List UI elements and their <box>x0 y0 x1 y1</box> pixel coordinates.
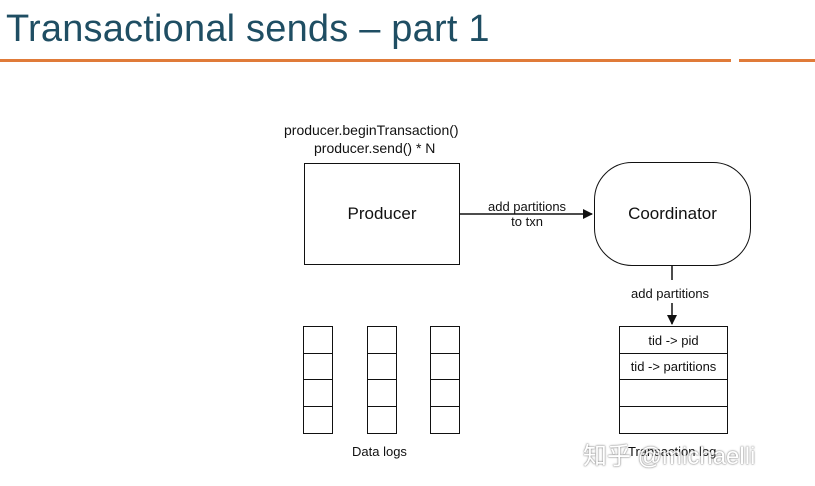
data-log-cell <box>430 326 460 354</box>
transaction-log-row: tid -> pid <box>619 326 728 354</box>
data-log-cell <box>367 326 397 354</box>
transaction-log-caption: Transaction log <box>628 444 717 459</box>
data-log-cell <box>303 326 333 354</box>
edge-label-add-partitions-to-txn: add partitions to txn <box>488 199 566 229</box>
code-begin-transaction: producer.beginTransaction() <box>284 122 459 138</box>
transaction-log: tid -> pid tid -> partitions <box>619 326 728 434</box>
edge-label-add-partitions: add partitions <box>631 286 710 301</box>
code-send: producer.send() * N <box>314 140 436 156</box>
data-log-cell <box>303 379 333 407</box>
data-log-cell <box>367 379 397 407</box>
transaction-log-row: tid -> partitions <box>619 352 728 381</box>
data-log-cell <box>303 405 333 434</box>
data-log-3 <box>430 326 460 434</box>
edge-label-line-2: to txn <box>511 214 543 229</box>
data-log-cell <box>430 352 460 381</box>
title-underline-tail <box>739 59 815 62</box>
data-log-cell <box>303 352 333 381</box>
data-logs-caption: Data logs <box>352 444 407 459</box>
title-underline <box>0 59 731 62</box>
watermark: 知乎 @michaelli <box>583 443 756 470</box>
data-log-cell <box>430 405 460 434</box>
data-log-cell <box>367 405 397 434</box>
edge-label-line-1: add partitions <box>488 199 567 214</box>
transaction-log-row <box>619 379 728 407</box>
transaction-log-row <box>619 405 728 434</box>
producer-label: Producer <box>347 204 417 223</box>
data-log-cell <box>430 379 460 407</box>
coordinator-box: Coordinator <box>594 162 751 266</box>
data-log-cell <box>367 352 397 381</box>
data-log-1 <box>303 326 333 434</box>
coordinator-label: Coordinator <box>628 204 717 223</box>
producer-box: Producer <box>304 163 460 265</box>
data-log-2 <box>367 326 397 434</box>
slide-title: Transactional sends – part 1 <box>6 8 490 50</box>
